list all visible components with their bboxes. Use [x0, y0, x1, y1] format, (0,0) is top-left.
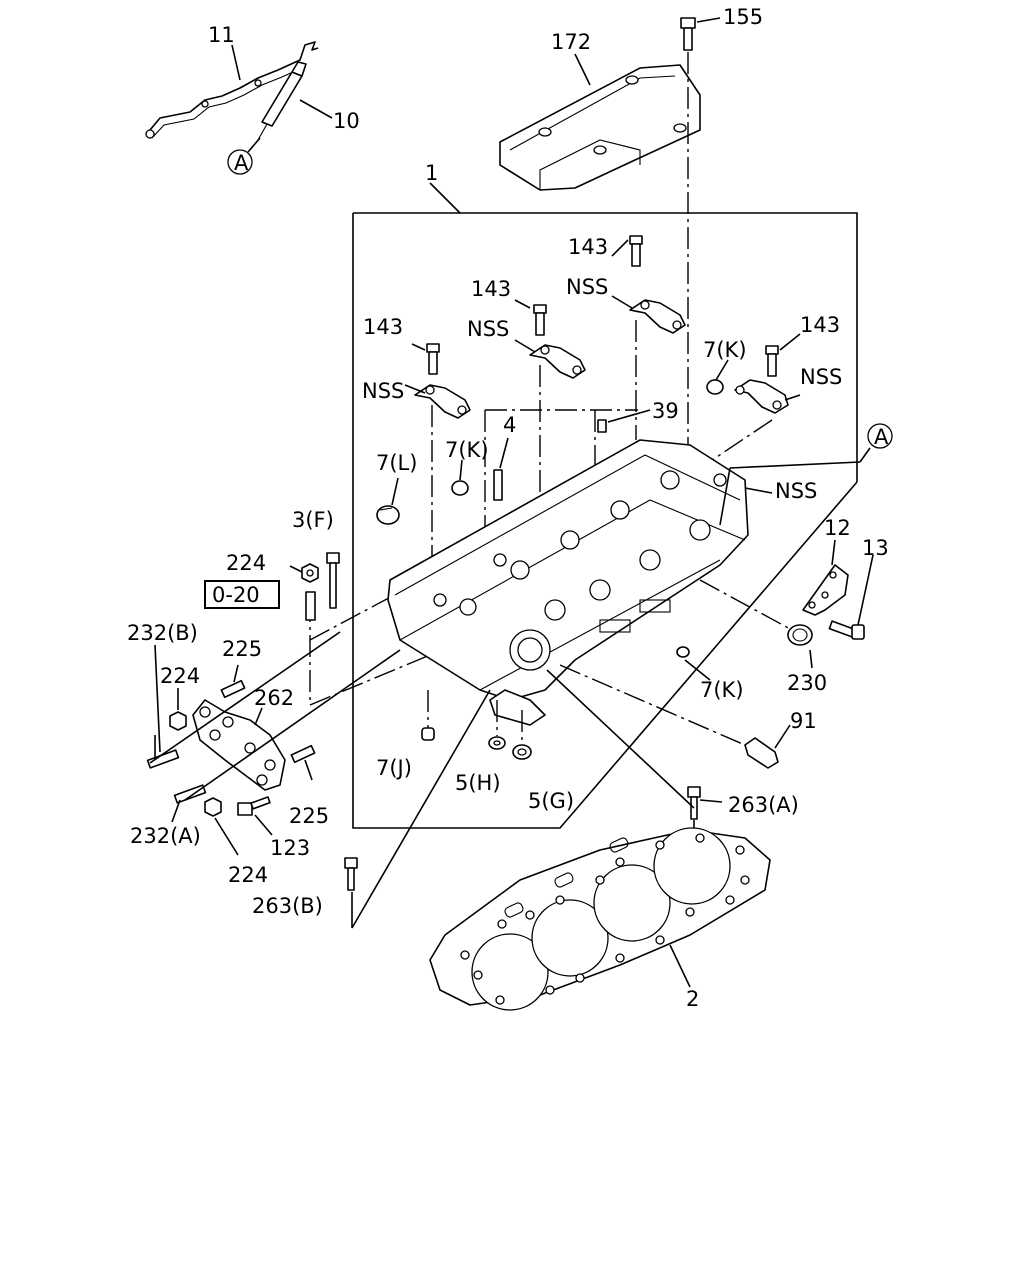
label-91: 91 — [790, 709, 817, 733]
label-nss-2: NSS — [467, 317, 509, 341]
reference-a-label-right: A — [874, 425, 889, 449]
bolt-3f — [326, 552, 340, 609]
label-1: 1 — [425, 161, 438, 185]
label-5-g: 5(G) — [528, 789, 574, 813]
head-gasket — [429, 827, 771, 1011]
label-7-k-2: 7(K) — [445, 438, 489, 462]
label-10: 10 — [333, 109, 360, 133]
seal-5-h — [488, 736, 506, 750]
label-143-c: 143 — [568, 235, 608, 259]
fitting-91 — [744, 737, 779, 769]
nut-224-bottom — [204, 797, 222, 817]
label-7-j: 7(J) — [376, 756, 412, 780]
nut-224-top — [301, 563, 319, 583]
plug-7-l — [376, 505, 400, 525]
reference-a-circle-right — [867, 423, 893, 449]
label-224-a: 224 — [226, 551, 266, 575]
stud-0-20 — [305, 591, 316, 621]
label-263-a: 263(A) — [728, 793, 799, 817]
bolt-13 — [828, 620, 865, 640]
label-263-b: 263(B) — [252, 894, 323, 918]
label-232-b: 232(B) — [127, 621, 198, 645]
cam-cap-1 — [414, 343, 471, 419]
reference-box-label: 0-20 — [212, 583, 260, 607]
label-nss-1: NSS — [362, 379, 404, 403]
label-232-a: 232(A) — [130, 824, 201, 848]
label-123: 123 — [270, 836, 310, 860]
label-12: 12 — [824, 516, 851, 540]
bolt-123 — [237, 796, 271, 816]
head-cover — [499, 64, 701, 191]
label-5-h: 5(H) — [455, 771, 501, 795]
cap-230 — [787, 624, 813, 646]
label-224-b: 224 — [160, 664, 200, 688]
label-225-a: 225 — [222, 637, 262, 661]
label-nss-5: NSS — [775, 479, 817, 503]
label-172: 172 — [551, 30, 591, 54]
label-nss-3: NSS — [566, 275, 608, 299]
label-7-k-1: 7(K) — [703, 338, 747, 362]
stud-225-upper — [220, 679, 246, 699]
stud-225-lower — [290, 744, 316, 764]
bolt-155 — [680, 17, 696, 51]
label-143-b: 143 — [471, 277, 511, 301]
label-7-k-3: 7(K) — [700, 678, 744, 702]
label-2: 2 — [686, 987, 699, 1011]
label-nss-4: NSS — [800, 365, 842, 389]
stud-232-b — [146, 749, 180, 769]
bracket-262 — [192, 699, 286, 791]
label-39: 39 — [652, 399, 679, 423]
reference-a-circle — [227, 149, 253, 175]
label-262: 262 — [254, 686, 294, 710]
reference-box — [204, 580, 280, 609]
glow-plug-connector — [145, 41, 319, 139]
label-3-f: 3(F) — [292, 508, 334, 532]
stud-232-a — [173, 784, 207, 804]
glow-plug — [257, 61, 307, 141]
label-143-a: 143 — [363, 315, 403, 339]
label-155: 155 — [723, 5, 763, 29]
cam-cap-2 — [529, 304, 586, 379]
seal-5-g — [512, 744, 532, 760]
plug-7-j — [421, 727, 435, 741]
label-224-c: 224 — [228, 863, 268, 887]
cam-cap-3 — [629, 235, 686, 334]
assembly-frame — [352, 182, 858, 829]
plug-7-k-bottom — [676, 646, 690, 658]
label-230: 230 — [787, 671, 827, 695]
label-225-b: 225 — [289, 804, 329, 828]
plug-7-k-top — [451, 480, 469, 496]
plug-7-k-right — [706, 379, 724, 395]
reference-a-label: A — [234, 151, 249, 175]
pin-39 — [597, 419, 607, 433]
bracket-12 — [802, 564, 849, 616]
label-4: 4 — [503, 413, 516, 437]
label-143-d: 143 — [800, 313, 840, 337]
label-13: 13 — [862, 536, 889, 560]
stud-4 — [493, 469, 503, 501]
cylinder-head — [387, 439, 749, 726]
cam-cap-4 — [734, 345, 789, 414]
bolt-263-b — [344, 857, 358, 891]
label-7-l: 7(L) — [376, 451, 417, 475]
nut-224-left — [169, 711, 187, 731]
label-11: 11 — [208, 23, 235, 47]
